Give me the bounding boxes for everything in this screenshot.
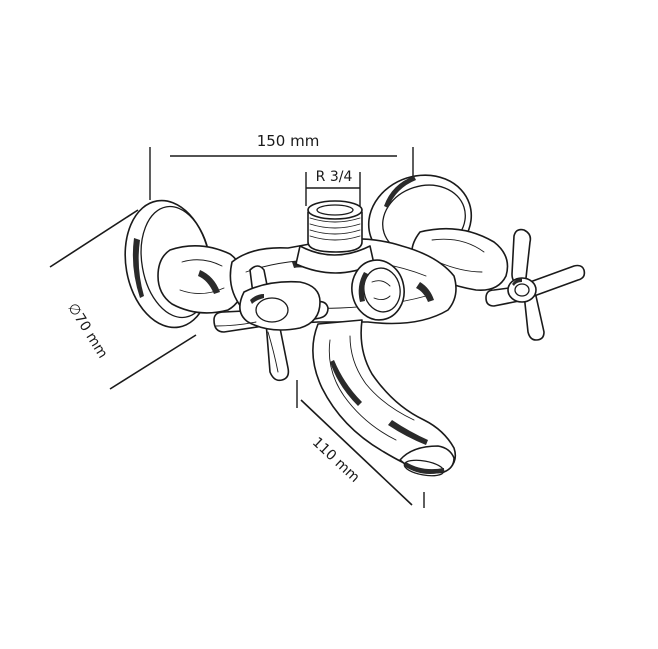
spout-dimension-line — [300, 399, 413, 506]
diameter-extension-top — [49, 209, 139, 268]
width-label: 150 mm — [257, 132, 320, 150]
right-cross-handle — [485, 228, 586, 341]
left-wall-flange — [124, 199, 245, 329]
diverter-outlet — [295, 200, 375, 274]
spout-label: 110 mm — [309, 434, 363, 486]
thread-label: R 3/4 — [316, 169, 353, 185]
width-dimension: 150 mm — [149, 132, 414, 200]
spout — [312, 319, 457, 477]
diameter-extension-bottom — [109, 334, 197, 390]
diameter-label: ∅70 mm — [64, 300, 110, 361]
left-cross-handle — [213, 265, 329, 382]
diverter-knob — [351, 259, 405, 321]
thread-dimension: R 3/4 — [305, 169, 361, 206]
